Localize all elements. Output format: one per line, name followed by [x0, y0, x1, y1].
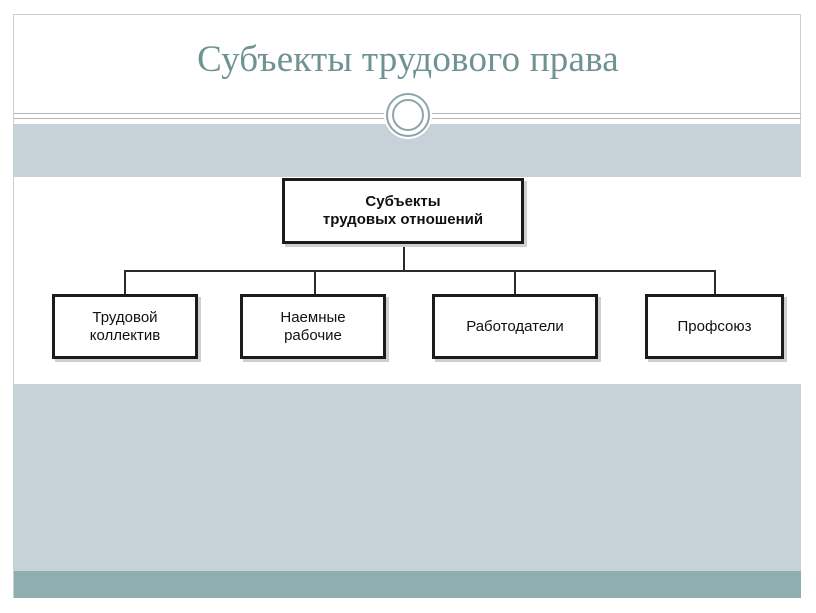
connector-horizontal	[124, 270, 716, 272]
child-node-label: Наемные рабочие	[280, 308, 346, 344]
child-node-label: Профсоюз	[677, 317, 752, 335]
connector-child-2	[314, 270, 316, 295]
circle-ornament-icon	[384, 91, 432, 139]
child-node-hired-workers: Наемные рабочие	[240, 294, 386, 359]
connector-child-1	[124, 270, 126, 295]
slide-title: Субъекты трудового права	[197, 39, 619, 80]
ornament-outer-ring	[386, 93, 430, 137]
root-node-label: Субъекты трудовых отношений	[322, 193, 484, 228]
child-node-trade-union: Профсоюз	[645, 294, 784, 359]
connector-child-4	[714, 270, 716, 295]
connector-root-down	[403, 243, 405, 270]
child-node-labor-collective: Трудовой коллектив	[52, 294, 198, 359]
bottom-color-band	[14, 384, 801, 571]
root-node: Субъекты трудовых отношений	[282, 178, 524, 244]
connector-child-3	[514, 270, 516, 295]
ornament-inner-ring	[392, 99, 424, 131]
child-node-label: Работодатели	[466, 317, 564, 335]
child-node-label: Трудовой коллектив	[89, 308, 161, 344]
child-node-employers: Работодатели	[432, 294, 598, 359]
footer-band	[14, 571, 801, 598]
